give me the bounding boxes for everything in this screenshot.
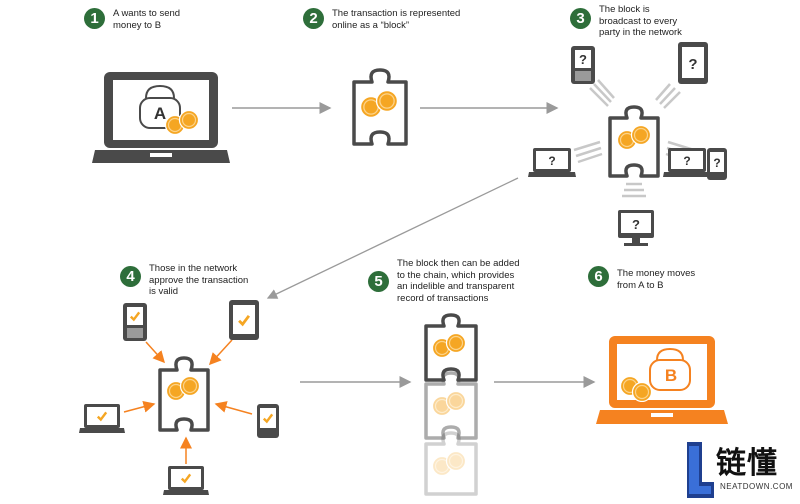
step-3-text: The block is broadcast to every party in…	[599, 4, 682, 38]
step-2: 2 The transaction is represented online …	[303, 8, 460, 31]
approve-arrows	[123, 339, 253, 464]
step-4-badge: 4	[120, 266, 141, 287]
brand-chinese-name: 链懂	[716, 446, 778, 481]
step-4-text: Those in the network approve the transac…	[149, 263, 249, 297]
approval-block-icon	[158, 356, 210, 432]
step-3-badge: 3	[570, 8, 591, 29]
block-puzzle-icon	[352, 68, 408, 146]
step-5-badge: 5	[368, 271, 389, 292]
arrow-3-to-4	[266, 177, 519, 299]
phone-approved-icon-2	[257, 404, 279, 438]
chain-block-new	[424, 313, 478, 382]
step-5: 5 The block then can be added to the cha…	[368, 258, 520, 304]
broadcast-block-icon	[608, 105, 660, 178]
tablet-unknown-icon: ?	[678, 42, 708, 84]
step-6-text: The money moves from A to B	[617, 268, 696, 291]
monitor-unknown-icon: ?	[618, 210, 654, 246]
tablet-approved-icon	[229, 300, 259, 340]
wallet-b-letter: B	[665, 366, 677, 385]
wallet-a-icon: A	[139, 84, 199, 135]
brand-url: NEATDOWN.COM	[720, 482, 793, 491]
laptop-unknown-icon-2: ?	[663, 148, 711, 177]
wallet-a-letter: A	[154, 104, 166, 123]
laptop-approved-icon	[79, 404, 125, 433]
step-2-text: The transaction is represented online as…	[332, 8, 461, 31]
step-3: 3 The block is broadcast to every party …	[570, 4, 682, 39]
step-2-badge: 2	[303, 8, 324, 29]
step-5-text: The block then can be added to the chain…	[397, 258, 520, 304]
step-1: 1 A wants to send money to B	[84, 8, 180, 31]
neatdown-logo: 链懂 NEATDOWN.COM	[684, 436, 800, 500]
svg-text:?: ?	[688, 56, 697, 73]
wallet-b-icon: B	[620, 347, 691, 402]
step-6-badge: 6	[588, 266, 609, 287]
laptop-approved-icon-2	[163, 466, 209, 495]
step-1-text: A wants to send money to B	[113, 8, 181, 31]
svg-text:?: ?	[579, 52, 587, 67]
phone-unknown-icon: ?	[571, 46, 595, 84]
svg-text:?: ?	[632, 217, 640, 232]
chain-block-faded-1	[424, 371, 478, 440]
phone-unknown-icon-2: ?	[707, 148, 727, 180]
svg-text:?: ?	[683, 154, 690, 168]
phone-approved-icon	[123, 303, 147, 341]
step-1-badge: 1	[84, 8, 105, 29]
svg-text:?: ?	[713, 156, 720, 170]
chain-block-faded-2	[424, 431, 478, 496]
step-6: 6 The money moves from A to B	[588, 266, 695, 291]
svg-text:?: ?	[548, 154, 555, 168]
neatdown-logo-mark	[687, 442, 714, 498]
step-4: 4 Those in the network approve the trans…	[120, 263, 249, 298]
laptop-unknown-icon: ?	[528, 148, 576, 177]
